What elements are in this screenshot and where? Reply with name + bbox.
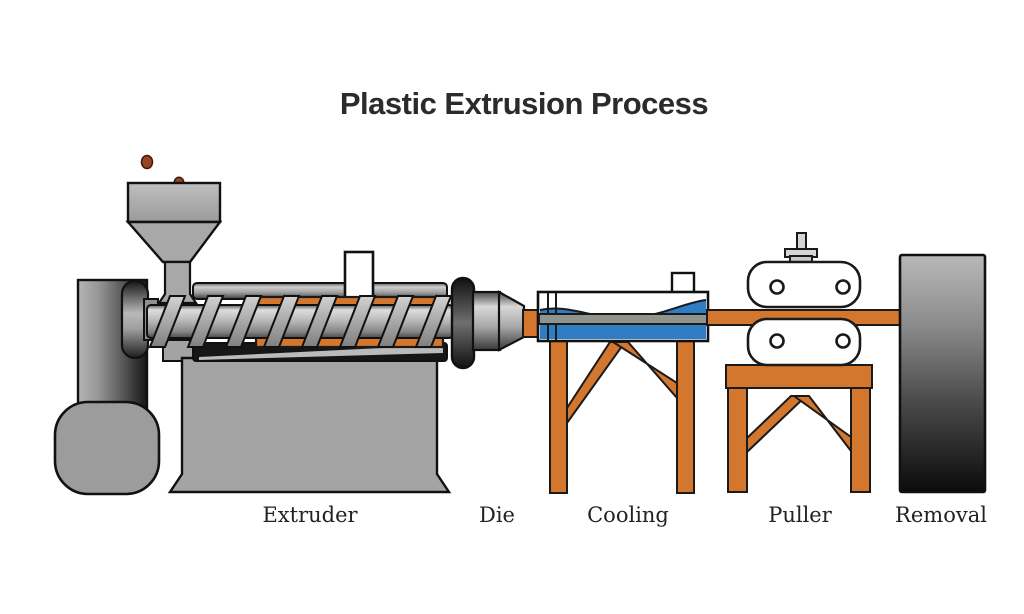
- removal-roll: [898, 253, 987, 494]
- rail-highlight: [199, 345, 443, 360]
- label-puller: Puller: [768, 503, 832, 527]
- cooling-stand-leg: [676, 340, 695, 494]
- pellet: [140, 154, 154, 170]
- puller-table-brace: [746, 395, 809, 455]
- screw-flights: [148, 295, 453, 348]
- belt-axle: [769, 333, 785, 349]
- die-group: [450, 276, 542, 370]
- belt-axle: [769, 279, 785, 295]
- strand-in-water: [538, 313, 708, 325]
- cooling-group: [536, 271, 710, 494]
- label-cooling: Cooling: [587, 503, 669, 527]
- puller-table-leg: [727, 386, 748, 493]
- page-title: Plastic Extrusion Process: [339, 86, 709, 121]
- adjuster-stem: [796, 232, 807, 251]
- belt-axle: [835, 333, 851, 349]
- puller-belt-upper: [746, 260, 862, 309]
- vent-port: [343, 250, 375, 302]
- die-flange-ring: [450, 276, 476, 370]
- label-extruder: Extruder: [262, 503, 358, 527]
- tank-inlet-port: [670, 271, 696, 295]
- puller-belt-lower: [746, 317, 862, 367]
- belt-axle: [835, 279, 851, 295]
- cooling-stand-brace: [609, 341, 678, 401]
- puller-group: [725, 232, 873, 493]
- extruder-base: [167, 356, 452, 494]
- hopper-funnel: [125, 220, 223, 264]
- motor-housing: [53, 400, 161, 496]
- hopper-neck: [156, 260, 199, 305]
- puller-table-brace: [790, 395, 852, 454]
- label-removal: Removal: [895, 503, 987, 527]
- cooling-stand-leg: [549, 340, 568, 494]
- removal-group: [898, 253, 987, 494]
- label-die: Die: [479, 503, 515, 527]
- hopper-body: [126, 181, 222, 224]
- extruder-group: [53, 154, 454, 496]
- puller-table-top: [725, 364, 873, 389]
- die-body: [471, 290, 502, 352]
- cooling-stand-brace: [566, 341, 627, 427]
- die-nose-cone: [497, 290, 526, 352]
- puller-table-leg: [850, 386, 871, 493]
